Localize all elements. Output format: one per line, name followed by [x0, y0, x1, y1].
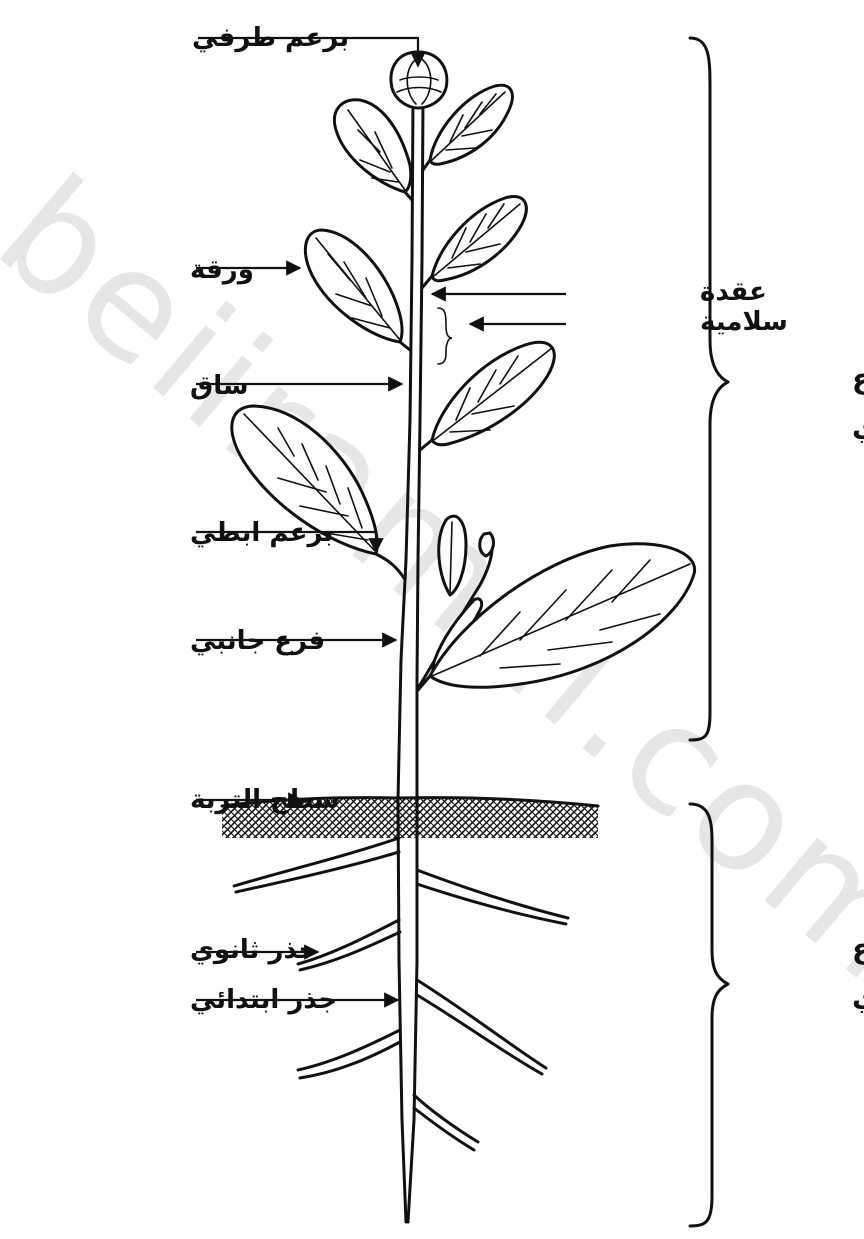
label-secondary-root: جذر ثانوي — [190, 935, 317, 965]
stem-drawing — [398, 100, 423, 1222]
label-soil-surface: سطح التربة — [190, 785, 340, 815]
label-shoot-system-line2: الخضري — [852, 410, 864, 443]
label-internode: سلامية — [700, 307, 788, 337]
label-root-system-line1: المجموع — [852, 932, 864, 965]
label-node: عقدة — [700, 277, 767, 307]
label-root-system-line2: الجذري — [852, 980, 864, 1013]
label-lateral-branch: فرع جانبي — [190, 626, 325, 656]
label-terminal-bud: برعم طرفي — [192, 23, 349, 53]
label-leaf: ورقة — [190, 255, 254, 285]
braces — [690, 38, 728, 1226]
label-primary-root: جذر ابتدائي — [190, 985, 337, 1015]
label-shoot-system-line1: المجموع — [852, 362, 864, 395]
label-stem: ساق — [190, 371, 249, 401]
label-axillary-bud: برعم ابطي — [190, 518, 333, 548]
